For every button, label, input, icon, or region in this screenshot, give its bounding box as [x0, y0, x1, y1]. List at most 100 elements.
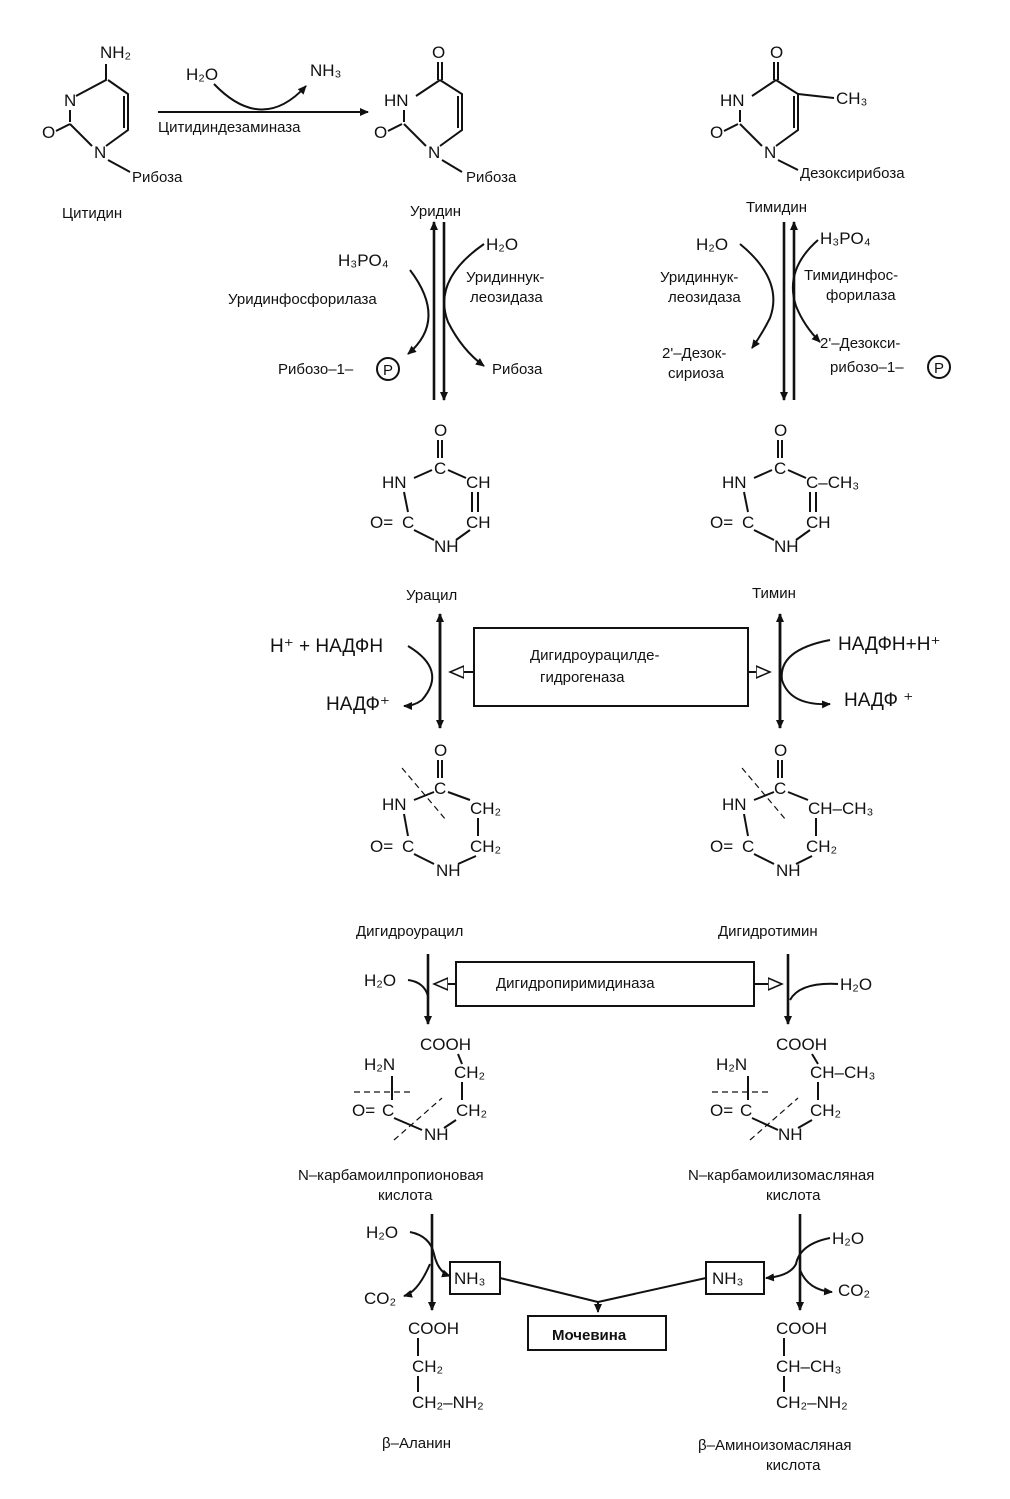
thymidine-phosphorylase-label-2: форилаза [826, 287, 896, 304]
dihydrouracil-c2: C [402, 837, 414, 856]
deaminase-nh3: NH₃ [310, 61, 341, 80]
thymine-hn: HN [722, 473, 747, 492]
thymidine-ch3: CH₃ [836, 89, 867, 108]
dihydrouracil-o2: O= [370, 837, 393, 856]
carbamoylpropionic-h2n: H₂N [364, 1055, 395, 1074]
carbamoylpropionic-nh: NH [424, 1125, 449, 1144]
dihydrouracil-ch2-5: CH₂ [470, 799, 501, 818]
uridine-n1: N [428, 143, 440, 162]
cytidine-n1: N [94, 143, 106, 162]
final-hydrolysis-right: H₂O CO₂ NH₃ [705, 1214, 870, 1311]
dihydropyrimidinase-step: Дигидропиримидиназа H₂O H₂O [364, 954, 872, 1025]
uracil-o2: O= [370, 513, 393, 532]
dihydrothymine-ch-ch3: CH–CH₃ [808, 799, 874, 818]
beta-aminoisobutyric-label-2: кислота [766, 1457, 821, 1474]
left-nh3-box [449, 1261, 501, 1295]
thymidine-structure: O HN CH₃ O N Дезоксирибоза Тимидин [710, 43, 905, 216]
dihydrouracil-structure: O C HN CH₂ O= C CH₂ NH Дигидроурацил [356, 741, 501, 940]
left-co2: CO₂ [364, 1289, 396, 1308]
thymidine-label: Тимидин [746, 199, 807, 216]
thymine-o4: O [774, 421, 787, 440]
uracil-hn: HN [382, 473, 407, 492]
urea-formation: Мочевина [499, 1277, 707, 1351]
beta-alanine-label: β–Аланин [382, 1435, 451, 1452]
left-nadp: НАДФ⁺ [326, 694, 390, 715]
beta-aminoisobutyric-ch-ch3: CH–CH₃ [776, 1357, 842, 1376]
thymine-label: Тимин [752, 585, 796, 602]
dihydrothymine-nh: NH [776, 861, 801, 880]
thymidine-o2: O [710, 123, 723, 142]
uridine-nucleosidase-label-1: Уридиннук- [466, 269, 544, 286]
dehydrogenase-label-2: гидрогеназа [540, 669, 625, 686]
beta-alanine-cooh: COOH [408, 1319, 459, 1338]
deaminase-h2o: H₂O [186, 65, 218, 84]
beta-alanine-structure: COOH CH₂ CH₂–NH₂ β–Аланин [382, 1319, 484, 1452]
carbamoylpropionic-label-1: N–карбамоилпропионовая [298, 1167, 484, 1184]
carbamoylisobutyric-nh: NH [778, 1125, 803, 1144]
cytidine-deaminase-reaction: Цитидиндезаминаза H₂O NH₃ [158, 61, 369, 136]
right-hydrolysis-h2o: H₂O [840, 975, 872, 994]
deoxyribose-label-2: сириоза [668, 365, 725, 382]
left-final-h2o: H₂O [366, 1223, 398, 1242]
uracil-ch6: CH [466, 513, 491, 532]
dihydrouracil-label: Дигидроурацил [356, 923, 463, 940]
thymidine-deoxyribose: Дезоксирибоза [800, 165, 905, 182]
uridine-nucleosidase-label-2: леозидаза [470, 289, 543, 306]
carbamoylisobutyric-h2n: H₂N [716, 1055, 747, 1074]
thymidine-nucleosidase-label-2: леозидаза [668, 289, 741, 306]
cytidine-ribose: Рибоза [132, 169, 183, 186]
left-nadph: H⁺ + НАДФН [270, 636, 383, 657]
dihydrothymine-ch2: CH₂ [806, 837, 837, 856]
deoxyribose-phosphate: P [934, 360, 944, 377]
ribose-phosphate: P [383, 362, 393, 379]
dihydrouracil-hn: HN [382, 795, 407, 814]
cytidine-nh2: NH₂ [100, 43, 131, 62]
cytidine-deaminase-label: Цитидиндезаминаза [158, 119, 301, 136]
uridine-hn: HN [384, 91, 409, 110]
thymidine-nucleosidase-label-1: Уридиннук- [660, 269, 738, 286]
dihydrothymine-structure: O C HN CH–CH₃ O= C CH₂ NH Дигидротимин [710, 741, 874, 940]
right-nh3-box [705, 1261, 765, 1295]
cytidine-structure: NH₂ N O N Рибоза Цитидин [42, 43, 183, 222]
uridine-ribose: Рибоза [466, 169, 517, 186]
carbamoylpropionic-cooh: COOH [420, 1035, 471, 1054]
dihydrouracil-o4: O [434, 741, 447, 760]
dihydrothymine-c4: C [774, 779, 786, 798]
uridine-h3po4: H₃PO₄ [338, 251, 389, 270]
uracil-c4: C [434, 459, 446, 478]
final-hydrolysis-left: H₂O CO₂ NH₃ [364, 1214, 501, 1311]
thymidine-o4: O [770, 43, 783, 62]
uracil-o4: O [434, 421, 447, 440]
cytidine-label: Цитидин [62, 205, 122, 222]
urea-box [527, 1315, 667, 1351]
uridine-o4: O [432, 43, 445, 62]
thymine-c2: C [742, 513, 754, 532]
cytidine-o: O [42, 123, 55, 142]
dehydrogenase-step: Дигидроурацилде- гидрогеназа H⁺ + НАДФН … [270, 613, 941, 729]
thymidine-h3po4: H₃PO₄ [820, 229, 871, 248]
dihydrouracil-dehydrogenase-box [473, 627, 749, 707]
thymidine-cleavage: H₂O Уридиннук- леозидаза 2'–Дезок- сирио… [660, 221, 951, 401]
dihydrouracil-c4: C [434, 779, 446, 798]
thymidine-phosphorylase-label-1: Тимидинфос- [804, 267, 898, 284]
uridine-phosphorylase-label: Уридинфосфорилаза [228, 291, 377, 308]
uracil-structure: O C HN CH O= C CH NH Урацил [370, 421, 491, 604]
beta-alanine-ch2-nh2: CH₂–NH₂ [412, 1393, 484, 1412]
beta-aminoisobutyric-label-1: β–Аминоизомасляная [698, 1437, 852, 1454]
thymine-structure: O C HN C–CH₃ O= C CH NH Тимин [710, 421, 859, 602]
dihydrothymine-hn: HN [722, 795, 747, 814]
dihydrothymine-o2: O= [710, 837, 733, 856]
dihydropyrimidinase-label: Дигидропиримидиназа [496, 975, 655, 992]
thymidine-nucleosidase-h2o: H₂O [696, 235, 728, 254]
beta-aminoisobutyric-structure: COOH CH–CH₃ CH₂–NH₂ β–Аминоизомасляная к… [698, 1319, 852, 1474]
thymine-nh: NH [774, 537, 799, 556]
carbamoylisobutyric-label-1: N–карбамоилизомасляная [688, 1167, 874, 1184]
carbamoylisobutyric-ch2: CH₂ [810, 1101, 841, 1120]
uridine-nucleosidase-h2o: H₂O [486, 235, 518, 254]
dihydrouracil-nh: NH [436, 861, 461, 880]
dihydrothymine-c2: C [742, 837, 754, 856]
uracil-c2: C [402, 513, 414, 532]
left-nh3: NH₃ [454, 1269, 485, 1288]
thymine-c4: C [774, 459, 786, 478]
